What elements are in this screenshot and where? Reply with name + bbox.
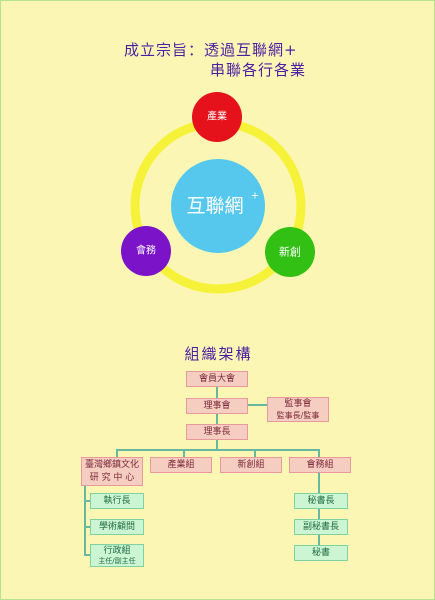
concept-diagram: 互聯網 + 產業 新創 會務 xyxy=(121,92,315,294)
connector xyxy=(254,449,256,457)
connector xyxy=(216,413,218,424)
department-culture-center: 臺灣鄉鎮文化 研 究 中 心 xyxy=(81,457,143,486)
connector xyxy=(318,473,320,553)
org-chart-title: 組織架構 xyxy=(184,345,253,363)
connector xyxy=(116,449,118,457)
connector xyxy=(84,485,86,555)
general-assembly-label: 會員大會 xyxy=(198,374,235,384)
secretary-label: 秘書 xyxy=(311,548,330,558)
secretary-general-label: 秘書長 xyxy=(307,496,335,506)
administration-box: 行政組 主任/副主任 xyxy=(90,544,144,567)
academic-advisor-label: 學術顧問 xyxy=(98,522,135,532)
connector xyxy=(216,439,218,450)
deputy-secretary-general-box: 副秘書長 xyxy=(294,519,348,535)
node-affairs xyxy=(121,226,171,276)
department-culture-center-line1: 臺灣鄉鎮文化 xyxy=(84,460,139,470)
connector xyxy=(84,554,90,556)
academic-advisor-box: 學術顧問 xyxy=(90,519,144,535)
node-industry-label: 產業 xyxy=(207,110,227,123)
secretary-box: 秘書 xyxy=(294,545,348,561)
department-industry-label: 產業組 xyxy=(167,460,195,470)
node-affairs-label: 會務 xyxy=(136,244,156,257)
mission-title-line2: 串聯各行各業 xyxy=(210,61,307,79)
board-of-directors-label: 理事會 xyxy=(203,401,231,411)
department-industry: 產業組 xyxy=(150,457,212,473)
supervisors-box: 監事會 監事長/監事 xyxy=(267,397,329,422)
chairman-label: 理事長 xyxy=(203,427,231,437)
center-label-sup: + xyxy=(251,191,259,202)
department-culture-center-line2: 研 究 中 心 xyxy=(89,473,135,483)
node-industry xyxy=(192,92,242,142)
connector xyxy=(116,449,320,451)
executive-director-label: 執行長 xyxy=(103,496,131,506)
department-innovation-label: 新創組 xyxy=(237,460,265,470)
administration-sub-label: 主任/副主任 xyxy=(98,557,136,565)
board-of-directors-box: 理事會 xyxy=(186,398,248,414)
center-circle xyxy=(171,159,265,253)
mission-title-line1: 成立宗旨：透過互聯網+ xyxy=(124,41,298,59)
administration-label: 行政組 xyxy=(103,546,131,556)
secretary-general-box: 秘書長 xyxy=(294,493,348,509)
center-label: 互聯網 xyxy=(186,195,243,217)
connector xyxy=(183,449,185,457)
supervisors-sub-label: 監事長/監事 xyxy=(276,411,320,420)
supervisors-label: 監事會 xyxy=(284,399,312,409)
connector xyxy=(84,526,90,528)
connector xyxy=(216,386,218,398)
chairman-box: 理事長 xyxy=(186,424,248,440)
department-innovation: 新創組 xyxy=(220,457,282,473)
node-innovation xyxy=(265,227,315,277)
deputy-secretary-general-label: 副秘書長 xyxy=(302,522,339,532)
department-affairs: 會務組 xyxy=(289,457,351,473)
connector xyxy=(318,449,320,457)
general-assembly-box: 會員大會 xyxy=(186,371,248,387)
department-affairs-label: 會務組 xyxy=(306,460,334,470)
node-innovation-label: 新創 xyxy=(279,245,301,259)
connector xyxy=(84,500,90,502)
executive-director-box: 執行長 xyxy=(90,493,144,509)
